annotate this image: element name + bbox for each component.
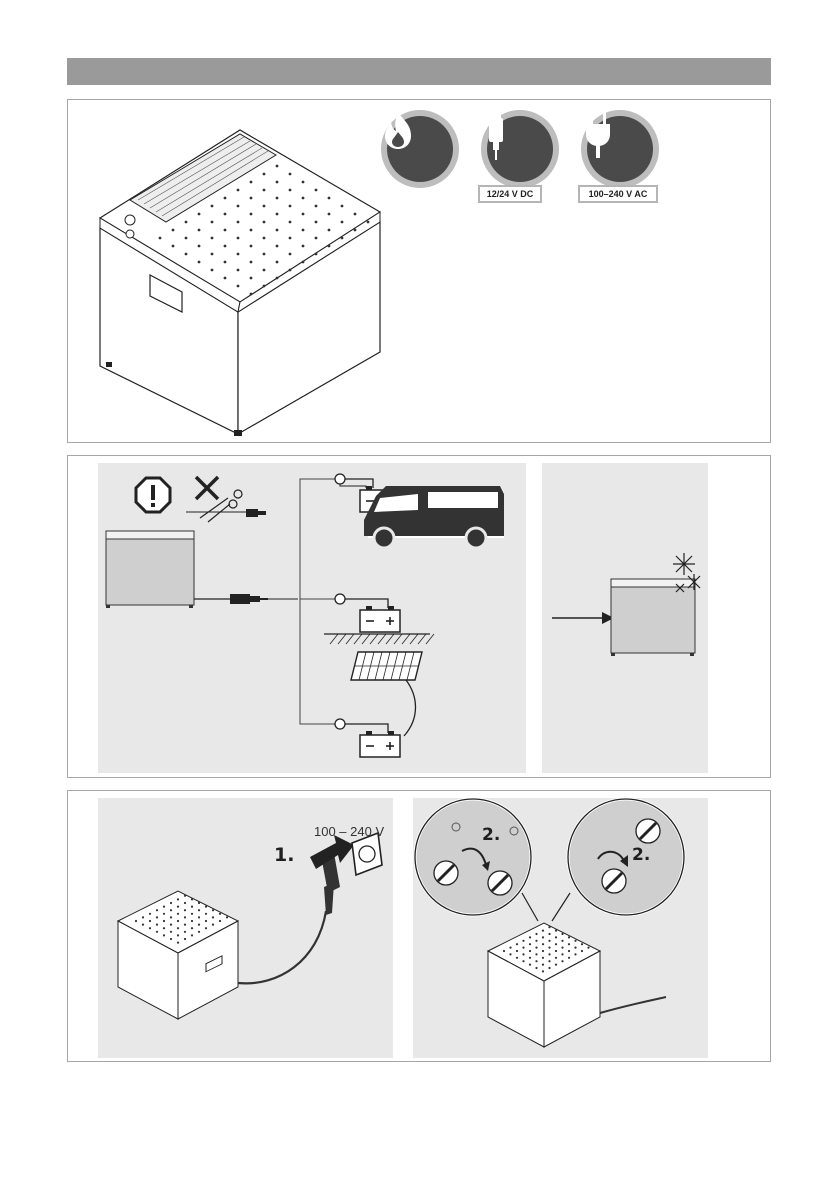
mains-plug-icon [581,110,615,160]
dc-voltage-label: 12/24 V DC [478,185,542,203]
panel-dc-connection [67,455,771,778]
ac-voltage-label: 100–240 V AC [578,185,658,203]
panel-energy-sources: 12/24 V DC 100–240 V AC [67,99,771,443]
battery-icon [360,731,400,757]
cooler-illustration [68,100,388,444]
thermostat-dial-magnifier [568,799,684,915]
step-2-label: 2. [482,825,500,845]
step-2-label: 2. [632,845,650,865]
warning-icon [136,478,170,512]
step-1-label: 1. [274,844,294,866]
battery-icon [360,606,400,632]
dc-mode-badge [481,110,559,188]
flame-icon [381,110,415,150]
dc-connection-illustration [68,456,772,779]
solar-panel-icon [351,652,422,680]
ac-connection-illustration [68,791,772,1063]
gas-mode-badge [381,110,459,188]
car-plug-icon [481,110,511,160]
thermostat-dial-magnifier [415,799,531,915]
panel-ac-connection: 100 – 240 V 1. 2. 2. [67,790,771,1062]
section-header-bar [67,58,771,85]
ac-mode-badge [581,110,659,188]
ac-voltage-text: 100 – 240 V [314,824,384,839]
